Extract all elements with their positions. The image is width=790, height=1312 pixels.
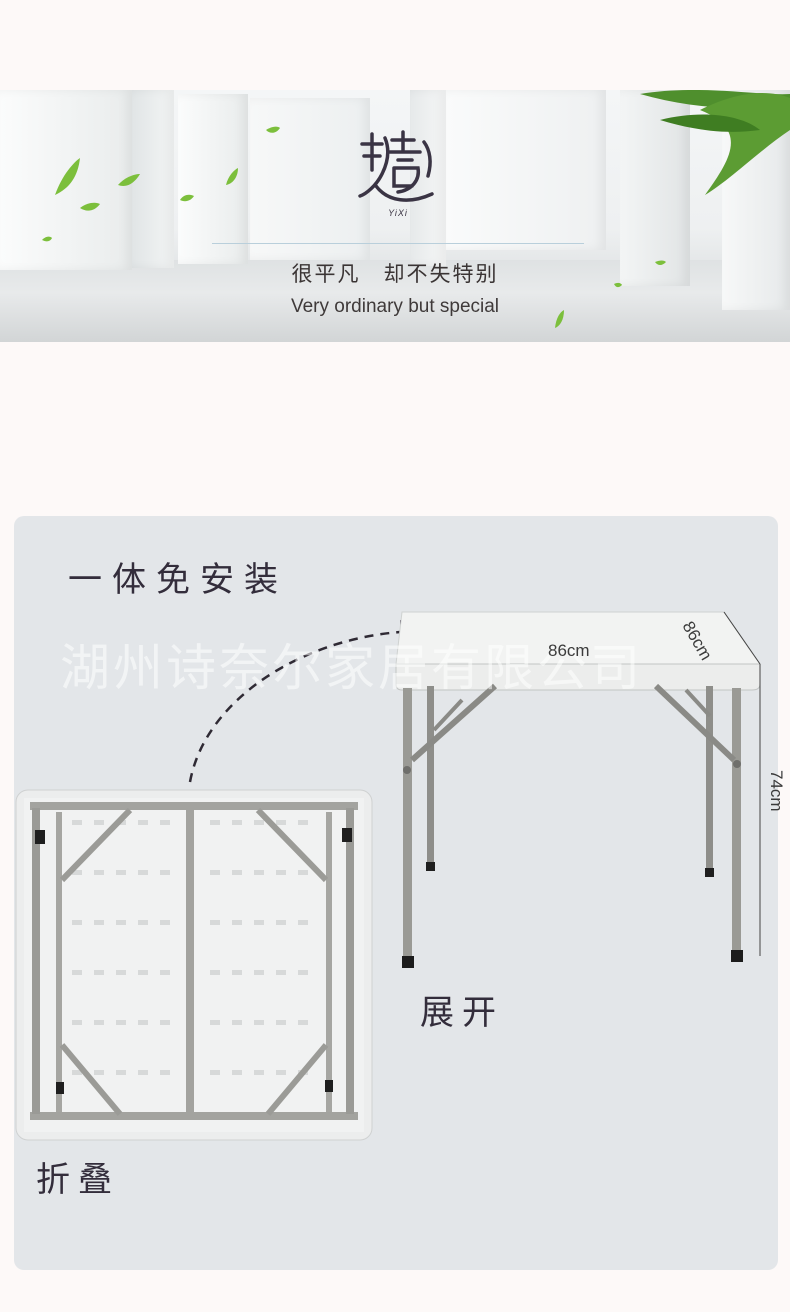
banner-pillar (132, 90, 174, 268)
unfolded-label: 展开 (420, 993, 504, 1033)
dimension-height-label: 74cm (767, 770, 786, 812)
brand-logo-text: YiXi (388, 208, 408, 218)
banner-divider (212, 243, 584, 244)
unfolded-table-illustration (395, 611, 761, 968)
product-heading: 一体免安装 (68, 560, 288, 600)
company-watermark: 湖州诗奈尔家居有限公司 (60, 639, 643, 697)
banner-decoration (42, 90, 790, 328)
slogan-chinese: 很平凡 却不失特别 (291, 262, 499, 286)
hero-banner: YiXi 很平凡 却不失特别 Very ordinary but special (0, 90, 790, 342)
banner-pillar (178, 94, 248, 264)
slogan-english: Very ordinary but special (290, 296, 500, 317)
brand-logo-icon (358, 130, 434, 202)
folded-table-illustration (15, 789, 373, 1141)
dimension-width-label: 86cm (548, 641, 590, 660)
falling-leaf-icon (42, 126, 666, 328)
palm-leaf-icon (640, 90, 790, 195)
banner-pillar (446, 90, 606, 250)
folded-label: 折叠 (36, 1160, 120, 1200)
texture-pattern (72, 820, 308, 1075)
banner-pillar (250, 98, 370, 260)
